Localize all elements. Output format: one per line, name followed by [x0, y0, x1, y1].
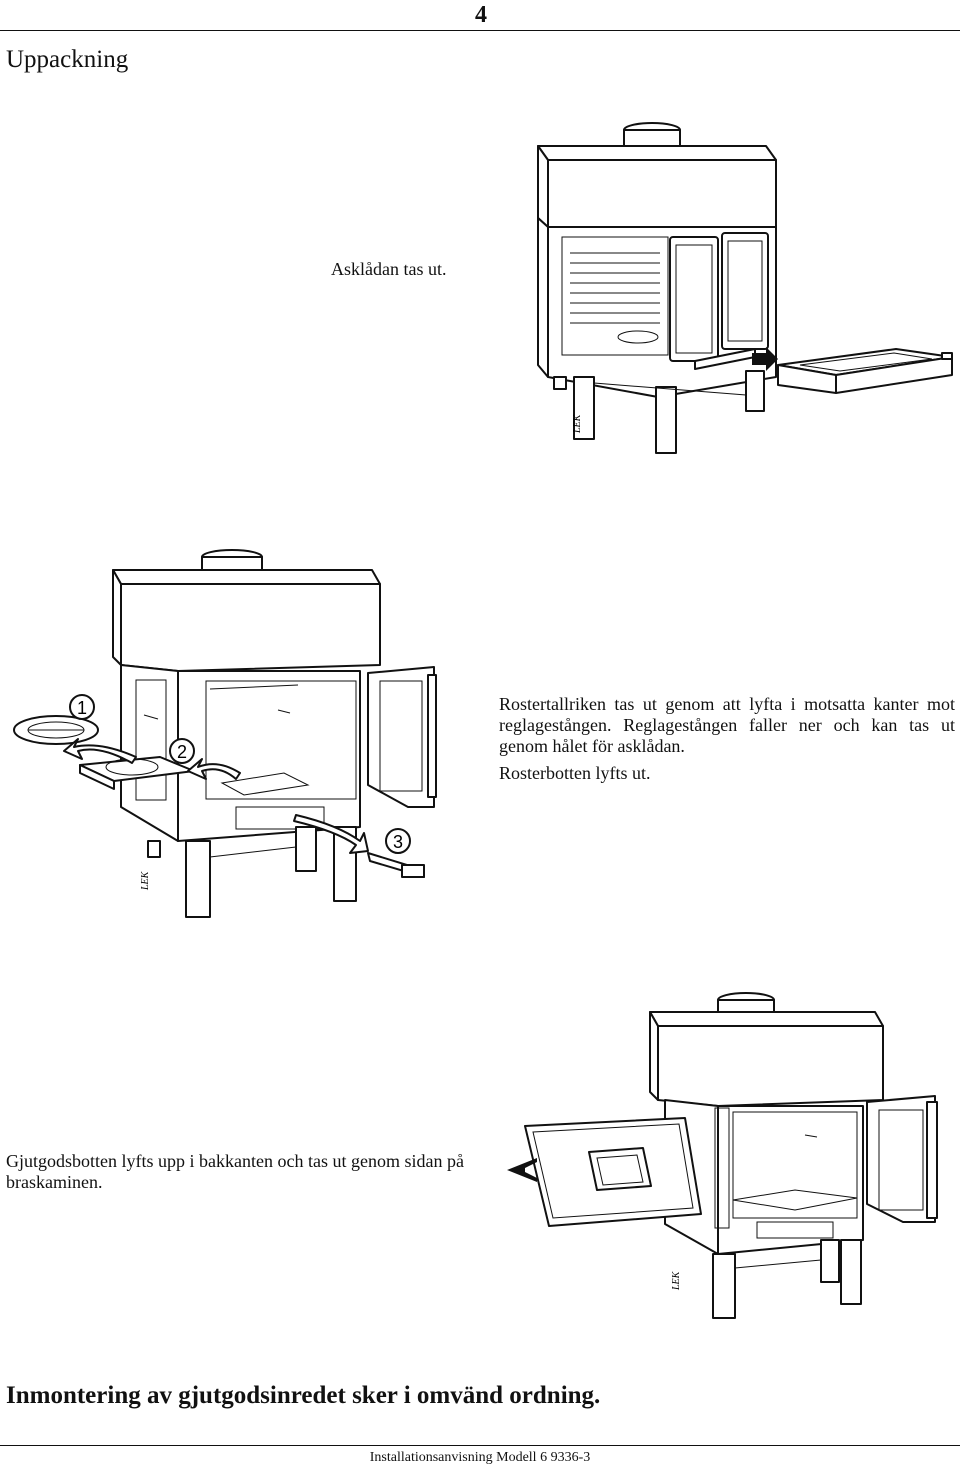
lek-stamp: LEK: [140, 870, 151, 891]
illustration-grate-removal: LEK 1 2 3: [13, 549, 437, 918]
footer-text: Installationsanvisning Modell 6 9336-3: [369, 1450, 591, 1465]
closing-instruction: Inmontering av gjutgodsinredet sker i om…: [6, 1382, 601, 1409]
illustration-bottom-removal: LEK: [507, 992, 938, 1319]
step-label-1: 1: [77, 698, 87, 718]
header-rule: [0, 30, 960, 31]
page-number: 4: [475, 2, 487, 28]
step-label-3: 3: [393, 832, 403, 852]
illustration-ashpan-removal: LEK: [537, 122, 953, 454]
lek-stamp: LEK: [572, 413, 583, 434]
caption-bottom-removal: Gjutgodsbotten lyfts upp i bakkanten och…: [6, 1151, 464, 1192]
footer-rule: [0, 1445, 960, 1446]
step-label-2: 2: [177, 742, 187, 762]
caption-ashpan: Asklådan tas ut.: [331, 259, 447, 279]
caption-grate-paragraph-2: Rosterbotten lyfts ut.: [499, 763, 651, 783]
lek-stamp: LEK: [671, 1270, 682, 1291]
caption-grate-paragraph-1: Rostertallriken tas ut genom att lyfta i…: [499, 694, 955, 756]
section-title: Uppackning: [6, 46, 129, 73]
caption-grate-removal: Rostertallriken tas ut genom att lyfta i…: [499, 694, 955, 784]
